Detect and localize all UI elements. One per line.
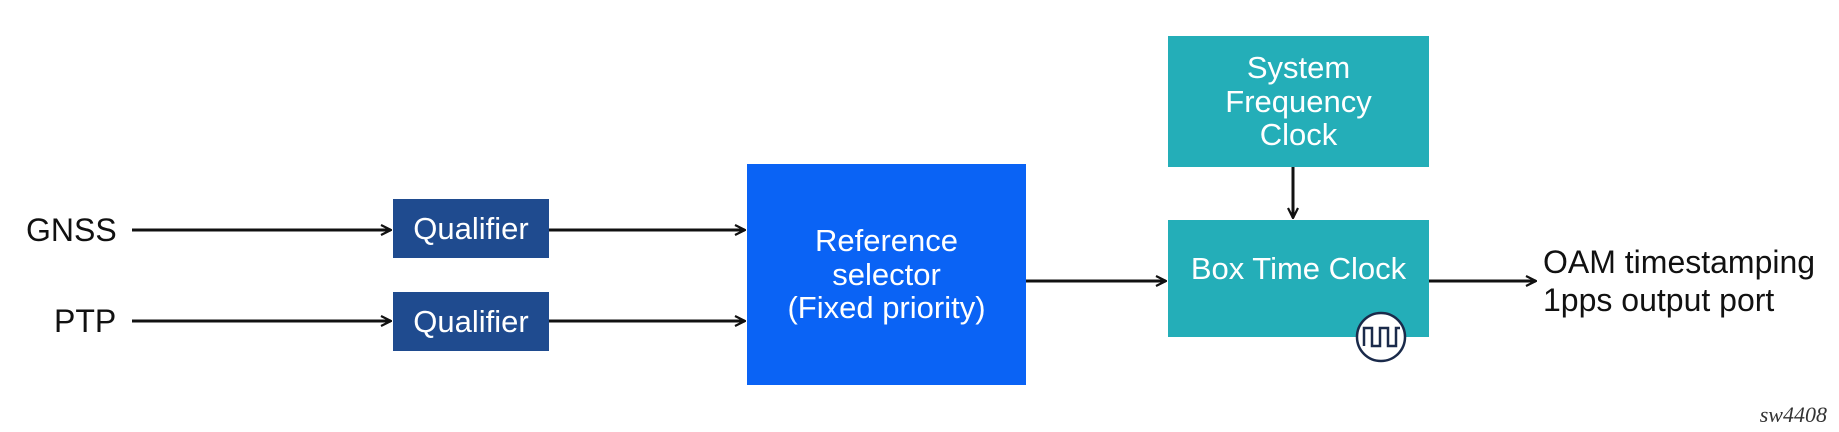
gnss-input-label: GNSS xyxy=(26,212,117,248)
qualifier-label: Qualifier xyxy=(413,303,529,339)
ptp-input-label: PTP xyxy=(54,303,117,339)
box-time-clock-label: Box Time Clock xyxy=(1190,250,1407,286)
system-frequency-clock-label: System Frequency Clock xyxy=(1225,50,1372,153)
qualifier-box-gnss: Qualifier xyxy=(393,199,549,258)
qualifier-label: Qualifier xyxy=(413,210,529,246)
system-frequency-clock-box: System Frequency Clock xyxy=(1168,36,1429,167)
reference-selector-label: Reference selector (Fixed priority) xyxy=(787,223,986,326)
output-label-line1: OAM timestamping xyxy=(1543,244,1816,280)
qualifier-box-ptp: Qualifier xyxy=(393,292,549,351)
output-label-line2: 1pps output port xyxy=(1543,282,1775,318)
square-wave-pulse-icon xyxy=(1355,311,1407,363)
figure-id-label: sw4408 xyxy=(1759,402,1827,427)
reference-selector-box: Reference selector (Fixed priority) xyxy=(747,164,1026,385)
